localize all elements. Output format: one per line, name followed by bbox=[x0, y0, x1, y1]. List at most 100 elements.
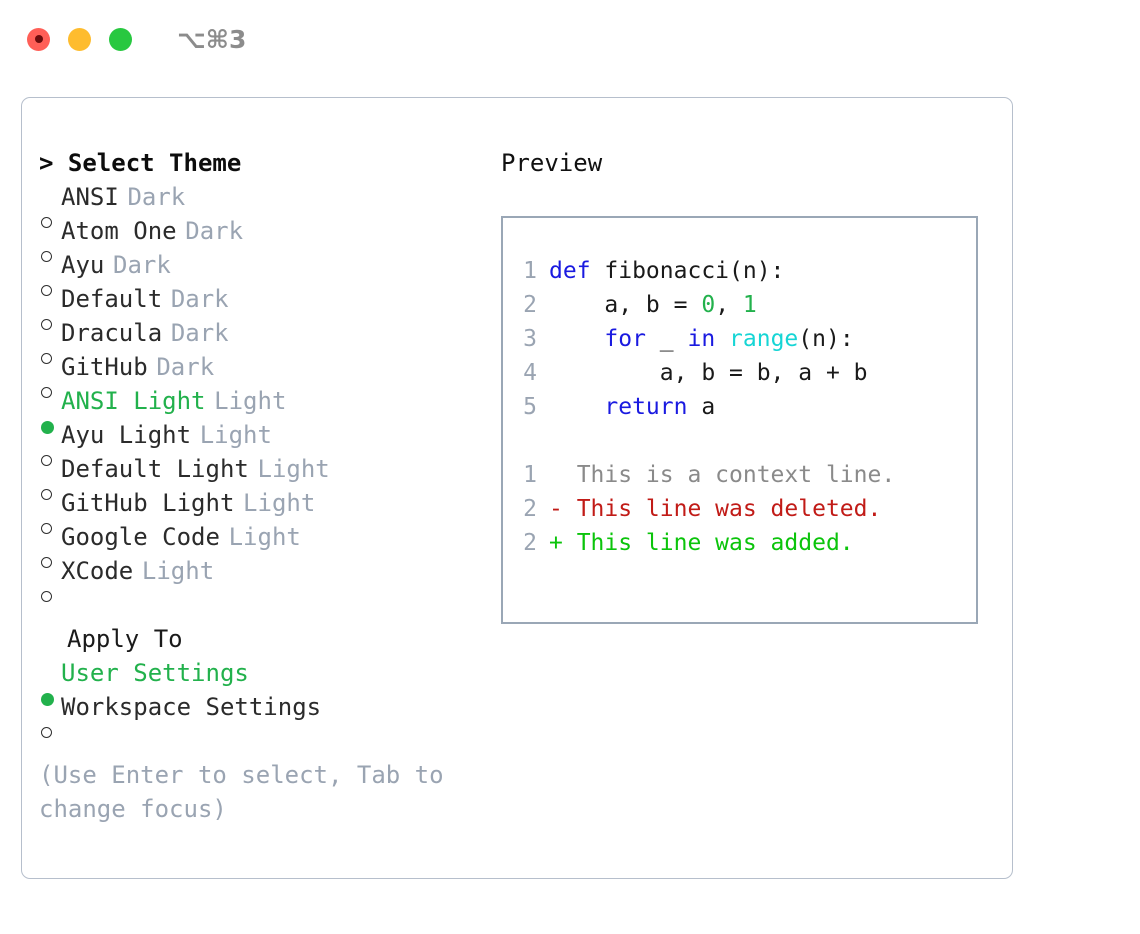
apply-to-option-label: User Settings bbox=[61, 659, 249, 687]
preview-spacer bbox=[503, 424, 976, 458]
diff-line-content: - This line was deleted. bbox=[549, 496, 882, 522]
diff-line: 1 This is a context line. bbox=[503, 458, 976, 492]
theme-item-variant: Light bbox=[214, 387, 287, 415]
code-token bbox=[715, 326, 729, 352]
code-line: 1 def fibonacci(n): bbox=[503, 254, 976, 288]
theme-item-name: GitHub Light bbox=[61, 489, 235, 517]
code-line-content: return a bbox=[549, 390, 715, 424]
code-token: (n): bbox=[798, 326, 854, 352]
preview-header: Preview bbox=[501, 149, 603, 177]
code-line-number: 5 bbox=[523, 394, 537, 420]
theme-item-variant: Dark bbox=[185, 217, 244, 245]
theme-item-name: Atom One bbox=[61, 217, 177, 245]
theme-item-name: Dracula bbox=[61, 319, 163, 347]
code-token: a, b = b, a + b bbox=[549, 360, 868, 386]
window-controls bbox=[27, 27, 132, 51]
diff-line-content: This is a context line. bbox=[549, 462, 896, 488]
code-token: _ bbox=[645, 326, 688, 352]
theme-list-header: > Select Theme bbox=[39, 149, 242, 177]
code-token: a, b = bbox=[549, 292, 702, 318]
theme-item-name: Ayu bbox=[61, 251, 105, 279]
code-token: a bbox=[687, 394, 716, 420]
theme-item-variant: Light bbox=[228, 523, 301, 551]
theme-item[interactable]: Default Light Light bbox=[39, 452, 479, 500]
diff-line-number: 2 bbox=[523, 496, 537, 522]
keyboard-shortcut-label: ⌥⌘3 bbox=[177, 24, 247, 54]
theme-item-name: Default bbox=[61, 285, 163, 313]
code-line-content: for _ in range(n): bbox=[549, 322, 854, 356]
diff-line: 2 - This line was deleted. bbox=[503, 492, 976, 526]
keyboard-hint-text: (Use Enter to select, Tab to change focu… bbox=[39, 761, 444, 823]
code-line-number: 3 bbox=[523, 326, 537, 352]
diff-line-number: 2 bbox=[523, 530, 537, 556]
theme-item-variant: Light bbox=[243, 489, 316, 517]
theme-item[interactable]: Google Code Light bbox=[39, 520, 479, 568]
theme-item[interactable]: Atom One Dark bbox=[39, 214, 479, 262]
theme-item[interactable]: ANSI Dark bbox=[39, 180, 479, 228]
theme-item-variant: Dark bbox=[170, 319, 229, 347]
apply-to-option-label: Workspace Settings bbox=[61, 693, 322, 721]
close-button-icon[interactable] bbox=[27, 27, 50, 51]
theme-item-variant: Light bbox=[257, 455, 330, 483]
diff-line: 2 + This line was added. bbox=[503, 526, 976, 560]
titlebar: ⌥⌘3 bbox=[0, 0, 1140, 78]
code-line: 4 a, b = b, a + b bbox=[503, 356, 976, 390]
code-line-content: a, b = b, a + b bbox=[549, 356, 868, 390]
theme-item-variant: Light bbox=[141, 557, 215, 585]
code-token bbox=[549, 326, 604, 352]
diff-line-number: 1 bbox=[523, 462, 537, 488]
theme-item-name: XCode bbox=[61, 557, 134, 585]
apply-to-option[interactable]: User Settings bbox=[39, 656, 479, 706]
apply-to-header: Apply To bbox=[67, 625, 183, 653]
theme-item[interactable]: ANSI Light Light bbox=[39, 384, 479, 434]
code-token: , bbox=[715, 292, 743, 318]
code-token: fibonacci(n): bbox=[590, 258, 785, 284]
theme-item-variant: Dark bbox=[156, 353, 215, 381]
theme-item[interactable]: GitHub Dark bbox=[39, 350, 479, 398]
theme-item-name: Ayu Light bbox=[61, 421, 192, 449]
code-token: 0 bbox=[701, 292, 716, 318]
theme-item-variant: Dark bbox=[127, 183, 186, 211]
code-token: in bbox=[687, 326, 716, 352]
code-token: range bbox=[729, 326, 799, 352]
theme-item-name: Google Code bbox=[61, 523, 220, 551]
zoom-button-icon[interactable] bbox=[109, 27, 132, 51]
theme-item[interactable]: GitHub Light Light bbox=[39, 486, 479, 534]
theme-item-variant: Light bbox=[199, 421, 272, 449]
code-line-number: 4 bbox=[523, 360, 537, 386]
code-line-content: def fibonacci(n): bbox=[549, 254, 784, 288]
theme-item-name: ANSI bbox=[61, 183, 119, 211]
code-token: def bbox=[549, 258, 591, 284]
theme-item-name: ANSI Light bbox=[61, 387, 206, 415]
code-line-number: 1 bbox=[523, 258, 537, 284]
code-token: 1 bbox=[742, 292, 757, 318]
code-token: for bbox=[604, 326, 646, 352]
theme-item-variant: Dark bbox=[170, 285, 229, 313]
code-token bbox=[549, 394, 604, 420]
theme-item[interactable]: Ayu Dark bbox=[39, 248, 479, 296]
diff-line-content: + This line was added. bbox=[549, 530, 854, 556]
apply-to-option[interactable]: Workspace Settings bbox=[39, 690, 479, 738]
minimize-button-icon[interactable] bbox=[68, 27, 91, 51]
code-line-content: a, b = 0, 1 bbox=[549, 288, 757, 322]
theme-item-name: Default Light bbox=[61, 455, 249, 483]
code-line: 5 return a bbox=[503, 390, 976, 424]
diff-sample: 1 This is a context line. 2 - This line wa… bbox=[503, 458, 976, 560]
code-line: 3 for _ in range(n): bbox=[503, 322, 976, 356]
theme-item-variant: Dark bbox=[113, 251, 171, 279]
theme-item-name: GitHub bbox=[61, 353, 148, 381]
code-token: return bbox=[604, 394, 688, 420]
